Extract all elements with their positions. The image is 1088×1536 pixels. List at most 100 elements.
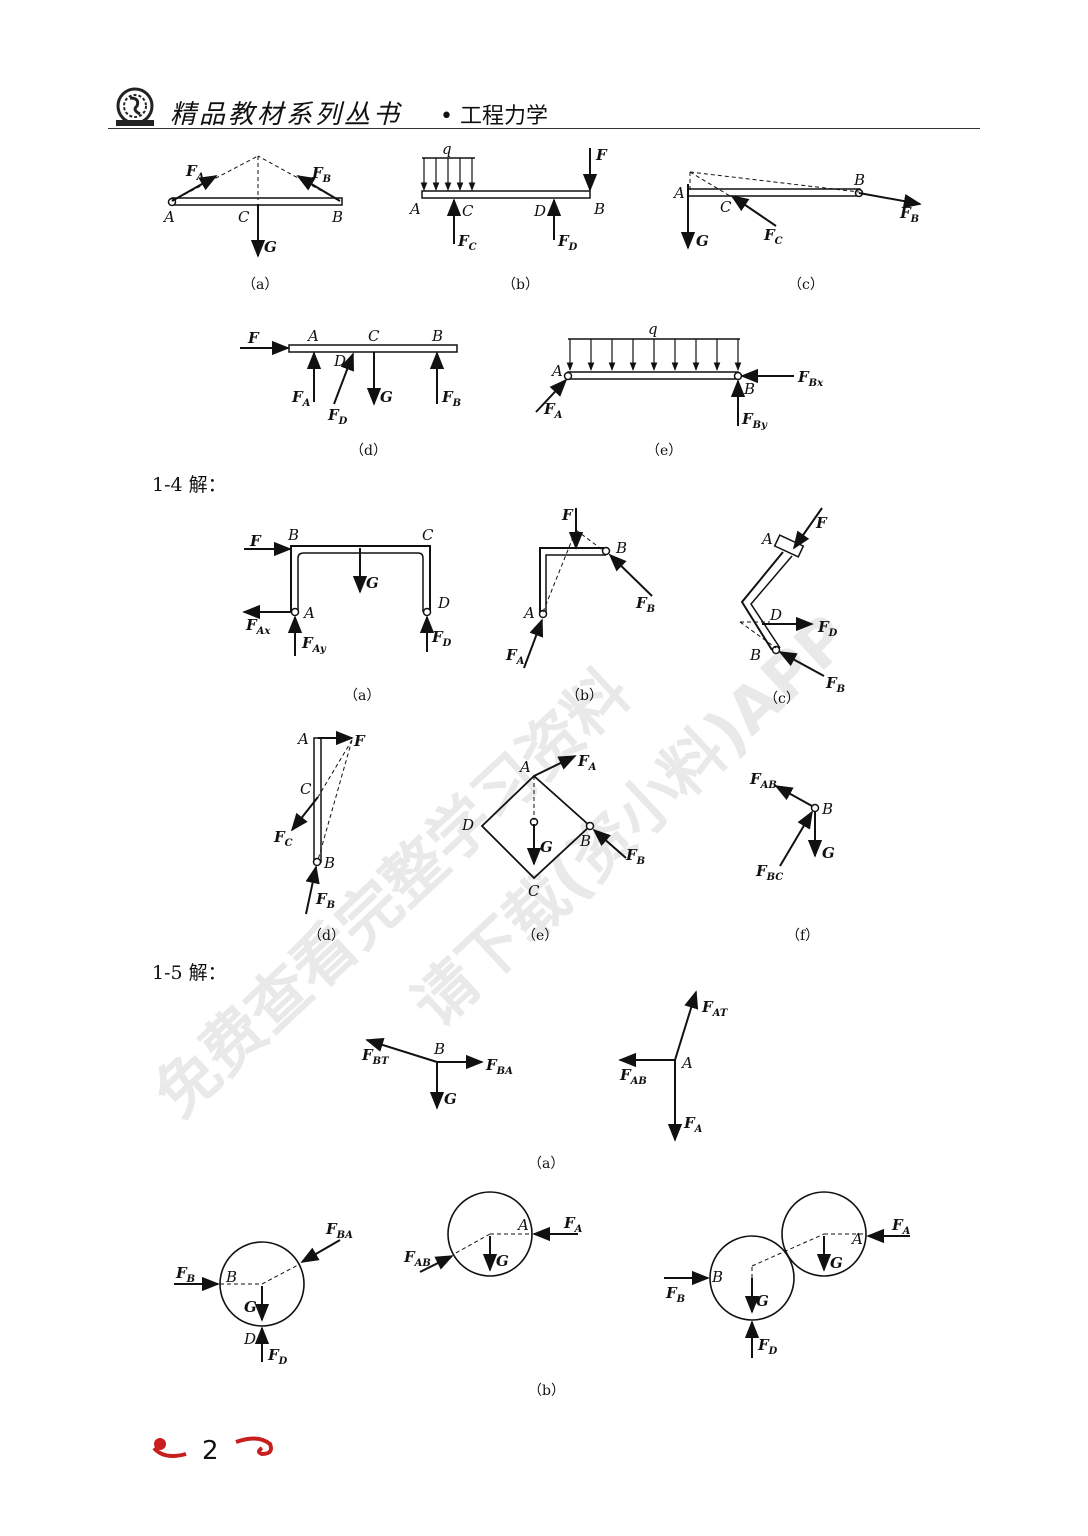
label-fa-s5b-right: FA	[891, 1216, 911, 1237]
label-q-r1b: q	[442, 140, 452, 158]
label-a-s4d: A	[296, 730, 309, 748]
label-fc-r1c: FC	[763, 226, 783, 247]
fig-s4b	[523, 508, 653, 669]
label-b-s5b-left: B	[225, 1268, 237, 1286]
label-fb-s4b: FB	[635, 594, 655, 615]
label-f-r2d: F	[247, 329, 260, 347]
label-fa-s5b-mid: FA	[563, 1214, 583, 1235]
label-b-s4d: B	[323, 854, 335, 872]
label-b-s4e: B	[579, 832, 591, 850]
label-g-s5b-right-top: G	[830, 1254, 843, 1272]
label-fay-s4a: FAy	[301, 634, 327, 655]
label-fba-s5b: FBA	[325, 1220, 353, 1241]
caption-s4b: （b）	[566, 688, 603, 704]
label-c-s4d: C	[300, 780, 312, 798]
label-fa-r1a: FA	[185, 162, 205, 183]
fig-s5b-left	[174, 1239, 341, 1362]
label-g-s4e: G	[540, 838, 553, 856]
label-g-s4f: G	[822, 844, 835, 862]
label-g-s5a: G	[444, 1090, 457, 1108]
label-c-s4e: C	[528, 882, 540, 900]
label-b-r1b: B	[593, 200, 605, 218]
label-d-s4e: D	[461, 816, 474, 834]
label-fb-r2d: FB	[441, 388, 461, 409]
label-fa-s4b: FA	[505, 646, 525, 667]
label-a-s5b-right: A	[850, 1230, 863, 1248]
label-c-r1b: C	[462, 202, 474, 220]
label-fax-s4a: FAx	[245, 616, 271, 637]
label-fb-r1a: FB	[311, 164, 331, 185]
label-fc-r1b: FC	[457, 232, 477, 253]
fig-s5a-b	[365, 1037, 484, 1110]
fig-s4a	[242, 541, 435, 656]
fig-s4e	[480, 755, 627, 880]
label-g-s5b-left: G	[244, 1298, 257, 1316]
label-fa-r2e: FA	[543, 400, 563, 421]
caption-s5b: （b）	[528, 1383, 565, 1399]
label-b-r2d: B	[431, 327, 443, 345]
label-b-s4c: B	[749, 646, 761, 664]
label-b-s4b: B	[615, 539, 627, 557]
caption-s4f: （f）	[786, 928, 819, 944]
caption-r1b: （b）	[502, 277, 539, 293]
label-a-s4c: A	[760, 530, 773, 548]
label-c-s4a: C	[422, 526, 434, 544]
label-fb-r1c: FB	[899, 204, 919, 225]
label-fa-s5a: FA	[683, 1114, 703, 1135]
fig-r1c	[680, 171, 922, 250]
label-fa-r2d: FA	[291, 388, 311, 409]
label-fab-s5a: FAB	[619, 1066, 647, 1087]
label-fab-s4f: FAB	[749, 770, 777, 791]
caption-r1d: （d）	[350, 443, 387, 459]
label-d-r1b: D	[533, 202, 546, 220]
label-a-r2d: A	[306, 327, 319, 345]
label-fd-s5b-left: FD	[267, 1346, 288, 1367]
label-b-r1c: B	[853, 171, 865, 189]
label-fd-s4a: FD	[431, 628, 452, 649]
header-separator: •	[440, 104, 453, 129]
label-fb-s4e: FB	[625, 846, 645, 867]
fig-r1b	[420, 148, 598, 244]
label-g-s4a: G	[366, 574, 379, 592]
label-a-r2e: A	[550, 362, 563, 380]
series-title: 精品教材系列丛书	[170, 100, 403, 130]
header-rule	[108, 128, 980, 129]
label-fby-r2e: FBy	[741, 410, 768, 431]
label-d-r2d: D	[333, 352, 346, 370]
label-b-s5b-right: B	[711, 1268, 723, 1286]
fig-s5b-right	[664, 1191, 910, 1358]
section-heading-1-5: 1-5 解：	[152, 962, 227, 984]
label-fd-s5b-right: FD	[757, 1336, 778, 1357]
label-c-r1a: C	[238, 208, 250, 226]
caption-r1e: （e）	[646, 443, 682, 459]
label-fd-s4c: FD	[817, 618, 838, 639]
label-f-s4b: F	[561, 506, 574, 524]
fig-r2e	[535, 338, 794, 426]
caption-s4a: （a）	[344, 688, 380, 704]
fig-s5a-a	[618, 990, 699, 1142]
label-f-s4a: F	[249, 532, 262, 550]
book-title: • 工程力学	[440, 98, 548, 130]
label-fb-s4d: FB	[315, 890, 335, 911]
label-b-s4f: B	[821, 800, 833, 818]
label-fa-s4e: FA	[577, 752, 597, 773]
label-fat-s5a: FAT	[701, 998, 729, 1019]
label-fbx-r2e: FBx	[797, 368, 824, 389]
label-c-r2d: C	[368, 327, 380, 345]
label-a-s4e: A	[518, 758, 531, 776]
label-b-r1a: B	[331, 208, 343, 226]
label-d-s5b-left: D	[243, 1330, 256, 1348]
label-q-r2e: q	[648, 320, 658, 338]
publisher-logo	[116, 87, 154, 126]
fig-s5b-middle	[419, 1191, 578, 1277]
label-f-s4c: F	[815, 514, 828, 532]
label-fbt-s5a: FBT	[361, 1046, 390, 1067]
caption-s4c: （c）	[764, 691, 800, 707]
label-a-r1a: A	[162, 208, 175, 226]
caption-s4e: （e）	[522, 928, 558, 944]
caption-s5a: （a）	[528, 1156, 564, 1172]
fig-s4f	[774, 785, 823, 867]
label-d-s4a: D	[437, 594, 450, 612]
footer-left-swirl-icon	[152, 1438, 187, 1458]
